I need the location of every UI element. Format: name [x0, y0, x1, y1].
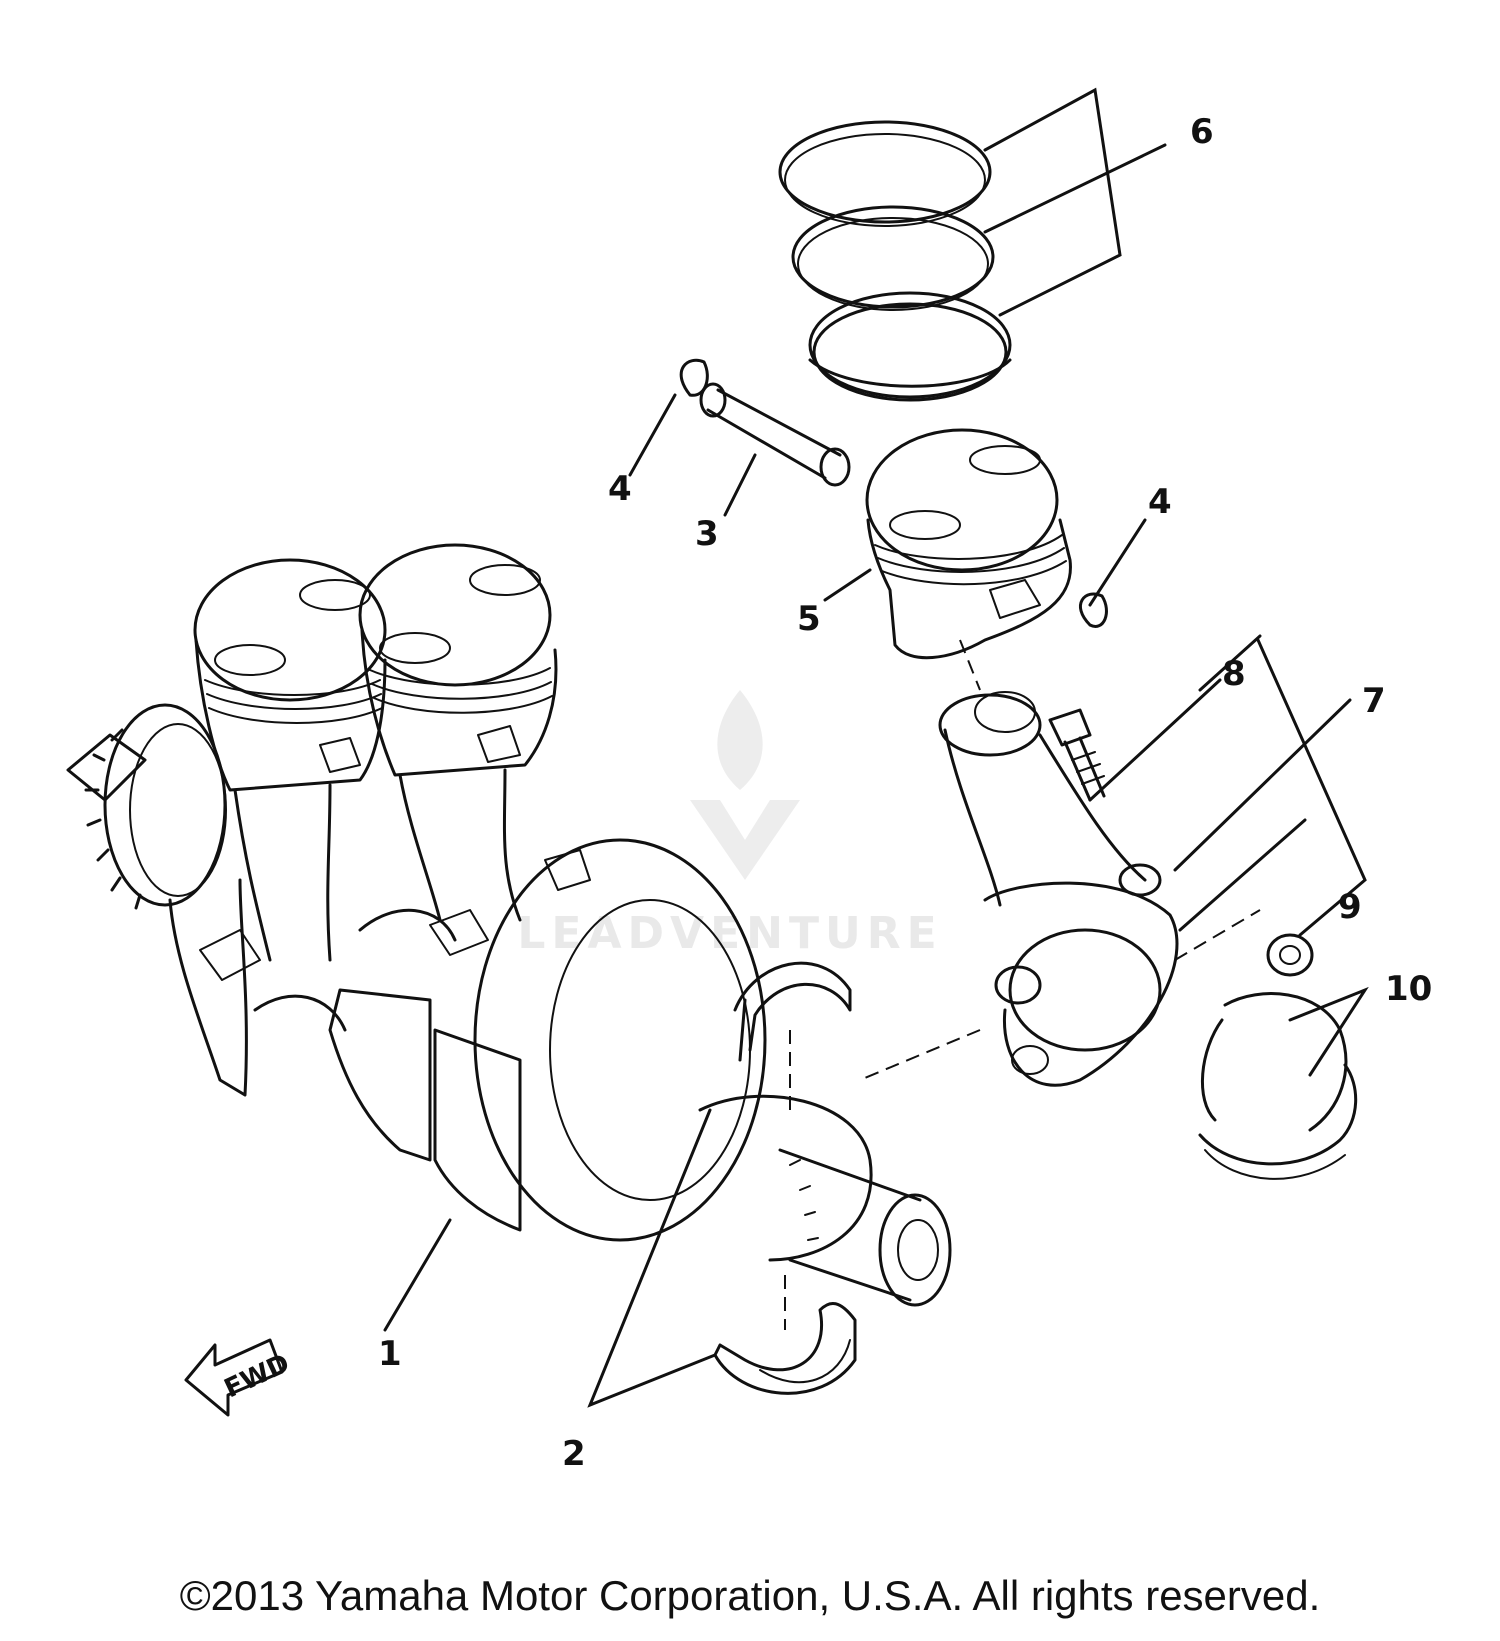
main-bearing-upper: [733, 961, 852, 1062]
watermark: LEADVENTURE: [517, 690, 942, 959]
leader-lines: [383, 87, 1369, 1408]
callout-2: 2: [562, 1434, 586, 1474]
callout-10: 10: [1385, 969, 1432, 1009]
connecting-rod: [938, 691, 1179, 1087]
piston-rings: [778, 120, 1012, 402]
callout-4-left: 4: [608, 469, 632, 509]
callout-7: 7: [1362, 681, 1386, 721]
callout-5: 5: [797, 599, 821, 639]
big-end-bearing: [1198, 992, 1358, 1180]
rod-nut: [1266, 933, 1314, 977]
callouts: 6 4 4 3 5 8 7 9 10 1 2: [378, 112, 1432, 1474]
piston-single: [865, 428, 1072, 660]
rod-bolt: [1048, 708, 1106, 802]
piston-pin: [699, 382, 851, 487]
circlip-right: [1078, 592, 1108, 628]
fwd-arrow: FWD: [184, 1338, 294, 1417]
copyright-notice: ©2013 Yamaha Motor Corporation, U.S.A. A…: [179, 1572, 1321, 1619]
callout-1: 1: [378, 1334, 402, 1374]
installed-pistons: [193, 543, 591, 981]
assembly-lines: [784, 639, 1261, 1330]
callout-4-right: 4: [1148, 482, 1172, 522]
crankshaft: [66, 703, 952, 1307]
callout-6: 6: [1190, 112, 1214, 152]
callout-3: 3: [695, 514, 719, 554]
watermark-text: LEADVENTURE: [517, 908, 942, 959]
callout-9: 9: [1338, 887, 1362, 927]
callout-8: 8: [1222, 654, 1246, 694]
main-bearing-lower: [713, 1301, 857, 1395]
